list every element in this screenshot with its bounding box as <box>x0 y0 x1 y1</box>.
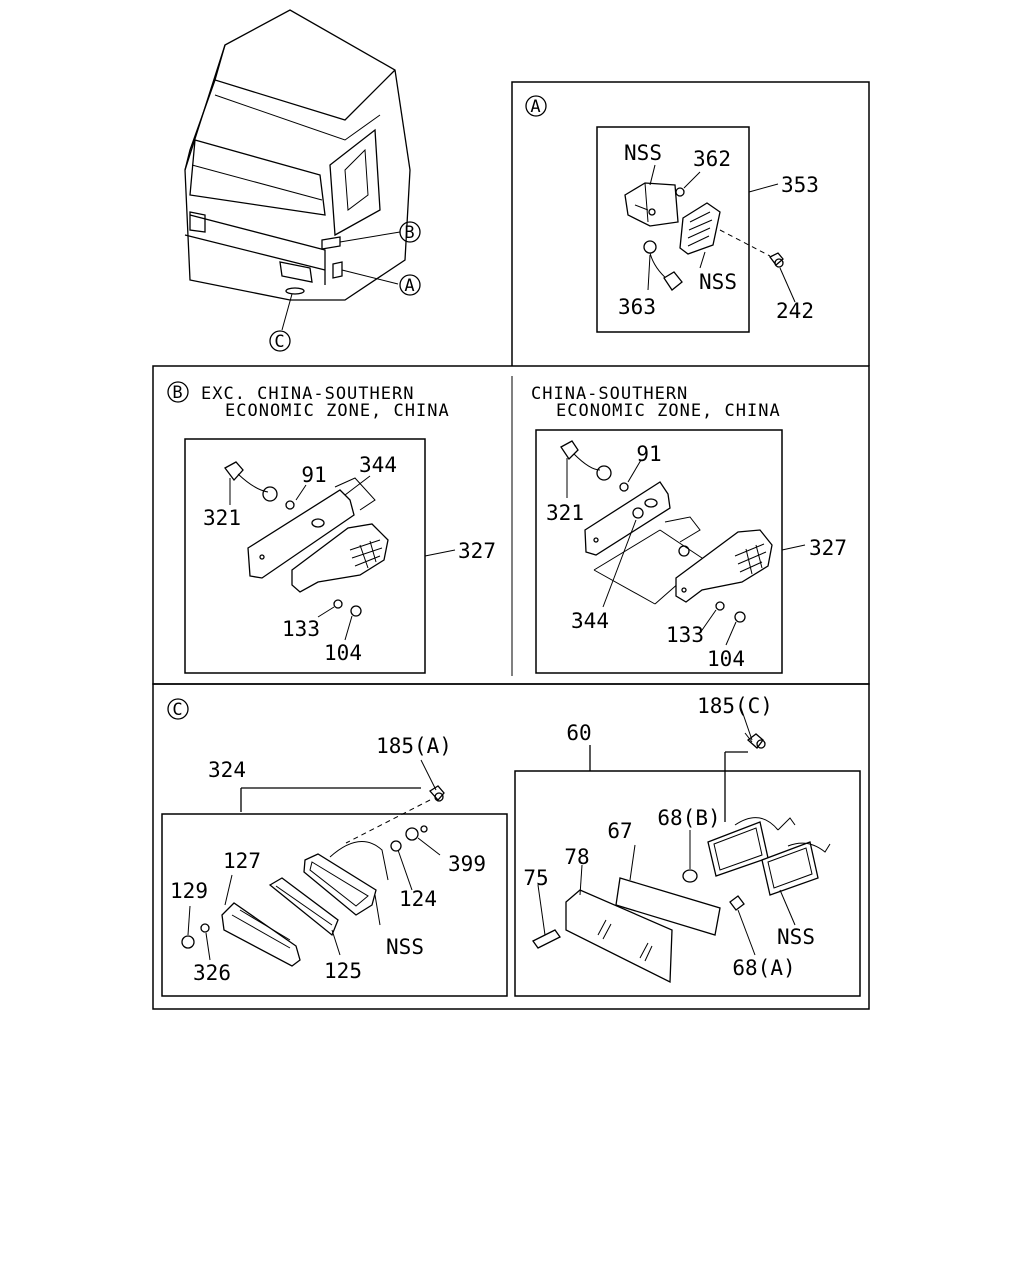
callout-a-label: A <box>404 276 415 296</box>
callout-b-label: B <box>404 223 415 243</box>
label-c-125: 125 <box>324 959 362 983</box>
label-c-75: 75 <box>523 866 548 890</box>
label-353: 353 <box>781 173 819 197</box>
section-b-left-heading-1: EXC. CHINA-SOUTHERN <box>201 384 414 404</box>
label-b-left-327: 327 <box>458 539 496 563</box>
label-c-68a: 68(A) <box>732 956 795 980</box>
section-c-left-inset <box>161 813 508 997</box>
section-b: B EXC. CHINA-SOUTHERN ECONOMIC ZONE, CHI… <box>152 365 870 685</box>
label-b-left-104: 104 <box>324 641 362 665</box>
label-c-right-nss: NSS <box>777 925 815 949</box>
label-c-129: 129 <box>170 879 208 903</box>
section-a: A NSS 362 353 NSS 363 242 <box>511 81 870 366</box>
label-b-left-91: 91 <box>301 463 326 487</box>
label-b-left-133: 133 <box>282 617 320 641</box>
label-c-399: 399 <box>448 852 486 876</box>
label-nss-lens: NSS <box>699 270 737 294</box>
callout-c: C <box>269 330 291 352</box>
label-c-68b: 68(B) <box>657 806 720 830</box>
section-b-left-heading-2: ECONOMIC ZONE, CHINA <box>225 401 450 421</box>
label-242: 242 <box>776 299 814 323</box>
label-c-124: 124 <box>399 887 437 911</box>
section-b-right-inset <box>535 429 783 674</box>
label-b-right-133: 133 <box>666 623 704 647</box>
label-nss-housing: NSS <box>624 141 662 165</box>
section-a-inset <box>596 126 750 333</box>
section-c-marker: C <box>172 700 183 720</box>
callout-a: A <box>399 274 421 296</box>
callout-c-label: C <box>274 332 285 352</box>
label-b-right-344: 344 <box>571 609 609 633</box>
label-c-67: 67 <box>607 819 632 843</box>
label-b-right-91: 91 <box>636 442 661 466</box>
label-c-185c: 185(C) <box>697 694 773 718</box>
label-b-right-327: 327 <box>809 536 847 560</box>
label-c-78: 78 <box>564 845 589 869</box>
label-b-right-104: 104 <box>707 647 745 671</box>
label-362: 362 <box>693 147 731 171</box>
label-363: 363 <box>618 295 656 319</box>
section-c-right-inset <box>514 770 861 997</box>
section-b-right-heading-1: CHINA-SOUTHERN <box>531 384 688 404</box>
label-b-left-344: 344 <box>359 453 397 477</box>
section-a-marker: A <box>530 97 541 117</box>
truck-cab-illustration <box>184 9 411 331</box>
section-b-marker: B <box>172 383 183 403</box>
section-c: C 324 185(A) 127 399 129 124 NSS 326 <box>152 683 870 1010</box>
label-c-326: 326 <box>193 961 231 985</box>
label-c-324: 324 <box>208 758 246 782</box>
label-c-185a: 185(A) <box>376 734 452 758</box>
callout-b: B <box>399 221 421 243</box>
label-b-left-321: 321 <box>203 506 241 530</box>
section-b-right-heading-2: ECONOMIC ZONE, CHINA <box>556 401 781 421</box>
label-c-127: 127 <box>223 849 261 873</box>
label-b-right-321: 321 <box>546 501 584 525</box>
label-c-60: 60 <box>566 721 591 745</box>
label-c-left-nss: NSS <box>386 935 424 959</box>
